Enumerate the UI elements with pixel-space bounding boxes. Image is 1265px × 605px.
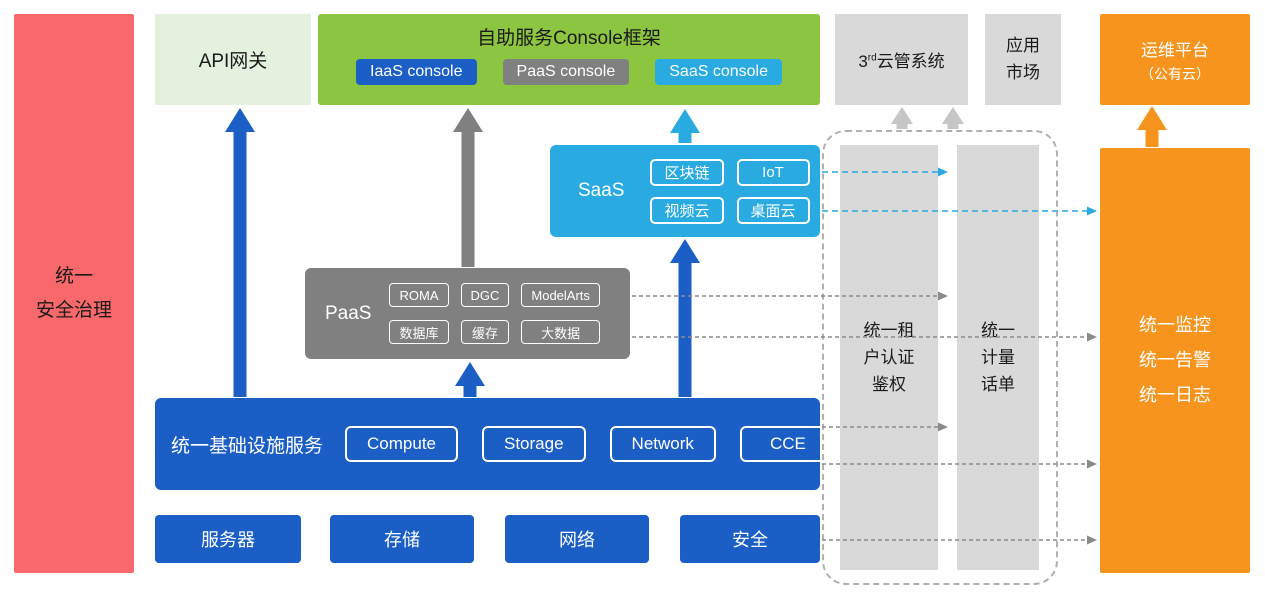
api-gateway-box: API网关 — [155, 14, 311, 105]
saas-console-chip: SaaS console — [655, 59, 782, 85]
ops-platform-box: 运维平台 （公有云） — [1100, 14, 1250, 105]
infra-chip-storage: Storage — [482, 426, 586, 462]
paas-chip-cache: 缓存 — [460, 320, 510, 344]
infrastructure-chips: Compute Storage Network CCE — [345, 426, 836, 462]
console-frame-items: IaaS console PaaS console SaaS console — [356, 59, 782, 85]
infra-chip-compute: Compute — [345, 426, 458, 462]
paas-console-chip: PaaS console — [502, 59, 630, 85]
third-party-cloud-label: 3rd云管系统 — [858, 47, 944, 72]
third-party-cloud-base: 3 — [858, 52, 868, 71]
hardware-box-network: 网络 — [505, 515, 649, 563]
paas-box: PaaS ROMA DGC ModelArts 数据库 缓存 大数据 — [305, 268, 630, 359]
ops-platform-line1: 运维平台 — [1141, 40, 1209, 60]
hardware-box-server: 服务器 — [155, 515, 301, 563]
saas-chips: 区块链 IoT 视频云 桌面云 — [650, 158, 810, 224]
hardware-box-security: 安全 — [680, 515, 820, 563]
tenant-services-group — [822, 130, 1058, 585]
infra-chip-network: Network — [609, 426, 716, 462]
console-frame-box: 自助服务Console框架 IaaS console PaaS console … — [318, 14, 820, 105]
ops-platform-line2: （公有云） — [1140, 65, 1210, 82]
console-frame-title: 自助服务Console框架 — [477, 28, 661, 49]
third-party-cloud-rest: 云管系统 — [876, 52, 945, 71]
paas-chip-roma: ROMA — [389, 283, 449, 307]
iaas-console-chip: IaaS console — [356, 59, 477, 85]
security-governance-bar: 统一 安全治理 — [14, 14, 134, 573]
saas-label: SaaS — [578, 180, 625, 201]
paas-label: PaaS — [325, 302, 372, 324]
saas-box: SaaS 区块链 IoT 视频云 桌面云 — [550, 145, 820, 237]
saas-chip-blockchain: 区块链 — [650, 158, 724, 186]
paas-chip-database: 数据库 — [389, 320, 449, 344]
third-party-cloud-sup: rd — [867, 52, 877, 64]
hardware-box-storage: 存储 — [330, 515, 474, 563]
third-party-cloud-box: 3rd云管系统 — [835, 14, 968, 105]
infrastructure-label: 统一基础设施服务 — [171, 435, 324, 457]
metering-bar: 统一 计量 话单 — [957, 145, 1039, 570]
infra-chip-cce: CCE — [739, 426, 836, 462]
paas-chip-bigdata: 大数据 — [521, 320, 600, 344]
saas-chip-iot: IoT — [736, 158, 810, 186]
app-market-box: 应用 市场 — [985, 14, 1061, 105]
paas-chip-dgc: DGC — [460, 283, 510, 307]
paas-chips: ROMA DGC ModelArts 数据库 缓存 大数据 — [389, 283, 600, 344]
monitor-bar: 统一监控 统一告警 统一日志 — [1100, 148, 1250, 573]
paas-chip-modelarts: ModelArts — [521, 283, 600, 307]
infrastructure-box: 统一基础设施服务 Compute Storage Network CCE — [155, 398, 836, 490]
saas-chip-video-cloud: 视频云 — [650, 196, 724, 224]
auth-bar: 统一租 户认证 鉴权 — [840, 145, 938, 570]
saas-chip-desktop-cloud: 桌面云 — [736, 196, 810, 224]
